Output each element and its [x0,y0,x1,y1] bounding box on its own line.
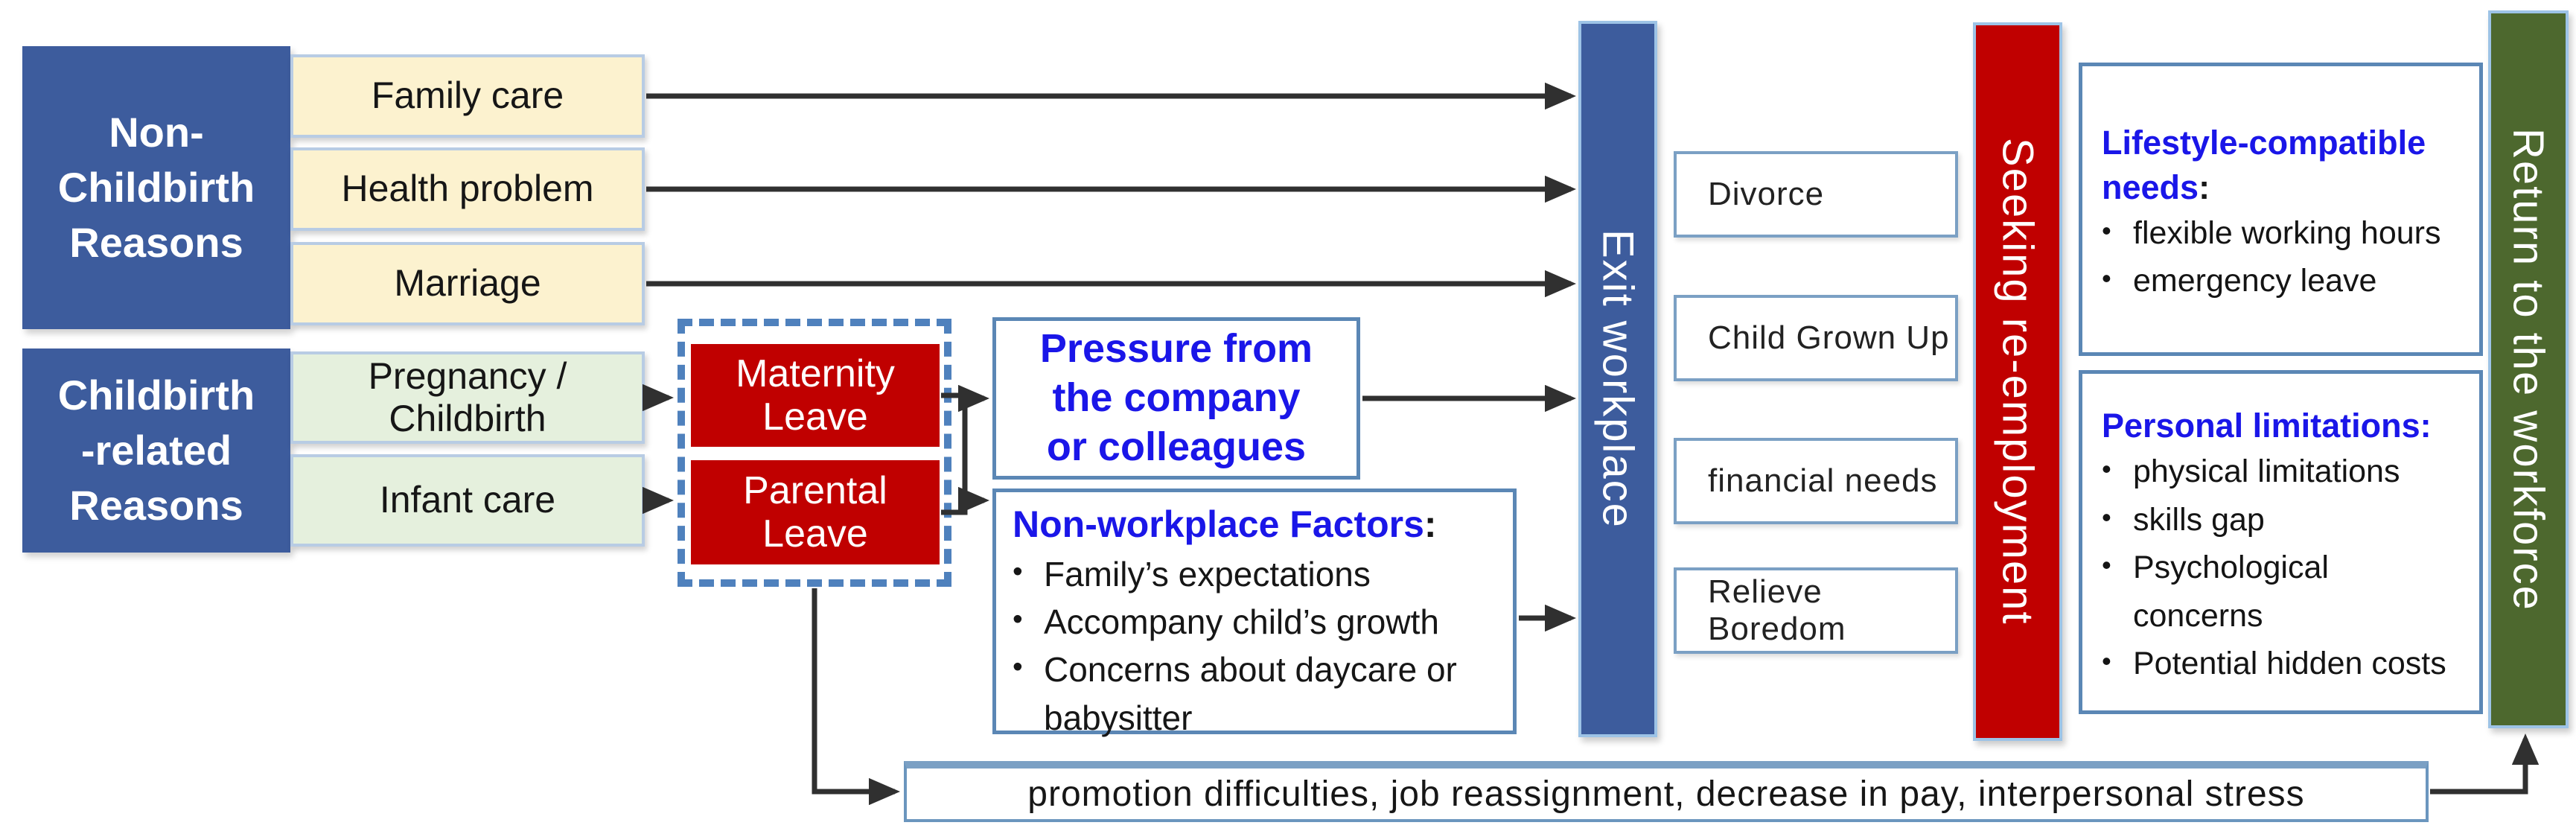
lifestyle-heading-line1: Lifestyle-compatible [2102,124,2426,162]
group-title-line: Non- [109,109,204,156]
lifestyle-heading: Lifestyle-compatible needs: [2102,121,2463,209]
bullet-dot: • [2102,263,2111,294]
bullet-dot: • [2102,550,2111,581]
pressure-from-company-box: Pressure from the company or colleagues [992,317,1360,480]
group-title-line: Reasons [69,218,243,266]
non-workplace-heading: Non-workplace Factors: [1013,500,1498,550]
reemployment-reason-divorce: Divorce [1674,151,1958,238]
lifestyle-heading-line2: needs: [2102,165,2463,209]
reemployment-reason-financial-needs: financial needs [1674,438,1958,524]
bullet-text: flexible working hours [2133,214,2441,251]
bullet-item: • Potential hidden costs [2102,640,2463,688]
bullet-item: • Family’s expectations [1013,550,1498,598]
bullet-dot: • [2102,501,2111,532]
bullet-text: Family’s expectations [1044,554,1371,593]
lifestyle-bullet-list: • flexible working hours • emergency leave [2102,209,2463,305]
maternity-leave-box: Maternity Leave [691,344,940,447]
bullet-text: Psychological concerns [2133,550,2329,634]
bullet-item: • emergency leave [2102,257,2463,305]
pressure-line: or colleagues [1046,424,1307,469]
non-workplace-bullet-list: • Family’s expectations • Accompany child’… [1013,550,1498,742]
lifestyle-heading-line2-text: needs [2102,168,2199,206]
reason-box-family-care: Family care [290,54,645,138]
bullet-item: • skills gap [2102,496,2463,544]
reason-box-infant-care: Infant care [290,454,645,547]
lifestyle-compatible-needs-box: Lifestyle-compatible needs: • flexible wo… [2079,63,2483,356]
bullet-dot: • [2102,646,2111,677]
return-to-workforce-bar: Return to the workforce [2488,10,2569,728]
personal-heading: Personal limitations: [2102,407,2432,445]
bullet-dot: • [2102,453,2111,485]
bullet-item: • Accompany child’s growth [1013,598,1498,646]
group-title-line: Reasons [69,481,243,529]
reemployment-reason-child-grown-up: Child Grown Up [1674,295,1958,381]
bullet-text: physical limitations [2133,453,2400,490]
reason-box-health-problem: Health problem [290,147,645,231]
arrow-bottom-note-to-return-bar [2430,733,2540,795]
bullet-item: • flexible working hours [2102,209,2463,258]
reason-box-pregnancy-childbirth: Pregnancy / Childbirth [290,351,645,444]
seeking-reemployment-bar: Seeking re-employment [1973,22,2062,741]
bullet-dot: • [1013,555,1023,588]
reemployment-reason-relieve-boredom: Relieve Boredom [1674,567,1958,654]
bullet-item: • Concerns about daycare or babysitter [1013,646,1498,742]
bullet-item: • Psychological concerns [2102,544,2463,640]
personal-limitations-box: Personal limitations: • physical limitati… [2079,370,2483,714]
bullet-dot: • [1013,651,1023,684]
lifestyle-heading-colon: : [2199,168,2210,206]
bullet-text: emergency leave [2133,263,2377,299]
group-title-line: Childbirth [57,164,255,211]
non-workplace-heading-text: Non-workplace Factors [1013,503,1424,545]
group-title-line: -related [80,427,232,474]
pressure-line: the company [1052,375,1301,421]
reason-box-marriage: Marriage [290,242,645,325]
group-non-childbirth-reasons: Non- Childbirth Reasons [22,46,290,329]
group-childbirth-related-reasons: Childbirth -related Reasons [22,349,290,553]
pressure-line: Pressure from [1039,326,1313,372]
bullet-text: Accompany child’s growth [1044,602,1439,641]
non-workplace-factors-box: Non-workplace Factors: • Family’s expecta… [992,488,1517,737]
workplace-consequences-note: promotion difficulties, job reassignment… [904,761,2429,822]
exit-workplace-bar: Exit workplace [1578,21,1657,737]
bullet-item: • physical limitations [2102,448,2463,496]
personal-bullet-list: • physical limitations • skills gap • Psych… [2102,448,2463,688]
parental-leave-box: Parental Leave [691,460,940,564]
bullet-text: Potential hidden costs [2133,646,2446,682]
bullet-text: Concerns about daycare or babysitter [1044,650,1457,737]
bullet-text: skills gap [2133,501,2265,538]
bullet-dot: • [1013,602,1023,635]
group-title-line: Childbirth [57,372,255,419]
bullet-dot: • [2102,214,2111,246]
non-workplace-heading-colon: : [1424,503,1437,545]
arrow-leave-group-to-bottom-note [812,588,900,806]
